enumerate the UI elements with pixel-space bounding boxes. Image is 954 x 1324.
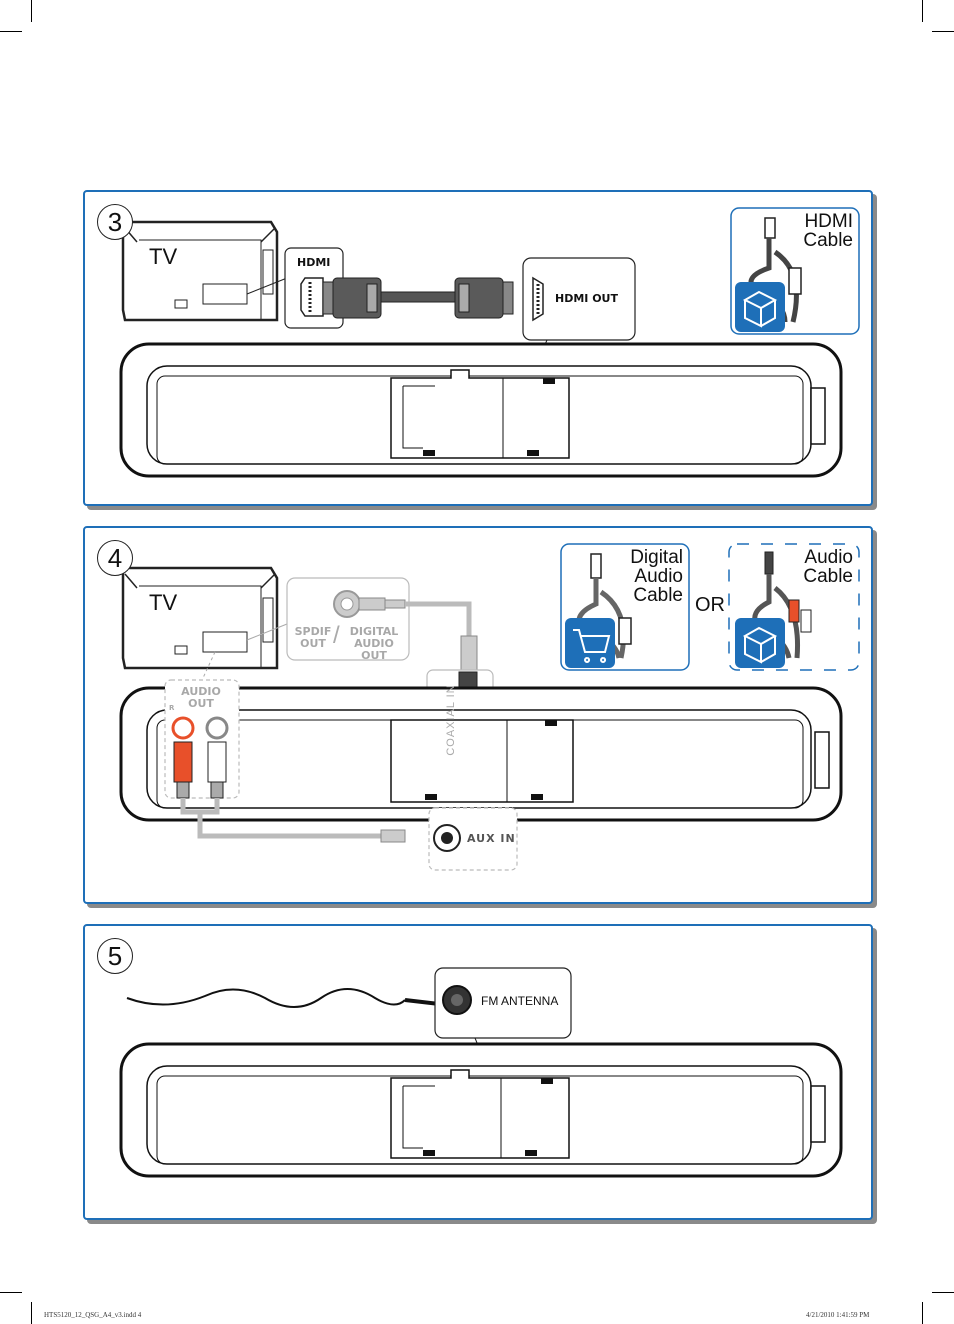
crop-mark — [31, 0, 32, 22]
or-label: OR — [695, 594, 725, 616]
box-icon — [742, 290, 778, 328]
step-4-panel: 4 TV SPDIF OUT / DIGITAL AUDIO OUT AUDIO… — [83, 526, 873, 904]
step-number-badge: 3 — [97, 204, 133, 240]
crop-mark — [922, 1302, 923, 1324]
box-icon — [742, 626, 778, 664]
step-3-panel: 3 TV HDMI HDMI OUT HDMI Cable — [83, 190, 873, 506]
hdmi-connection-illustration — [119, 207, 860, 478]
step-number-badge: 5 — [97, 938, 133, 974]
audio-cable-card-title: Audio Cable — [803, 547, 853, 587]
crop-mark — [932, 1292, 954, 1293]
crop-mark — [932, 31, 954, 32]
crop-mark — [922, 0, 923, 22]
spdif-out-label: SPDIF OUT — [294, 625, 332, 650]
digital-audio-cable-card-title: Digital Audio Cable — [630, 547, 683, 606]
footer-timestamp: 4/21/2010 1:41:59 PM — [806, 1311, 870, 1319]
audio-connection-illustration — [119, 543, 860, 871]
crop-mark — [0, 1292, 22, 1293]
shopping-cart-icon — [573, 629, 611, 663]
coaxial-in-label: COAXIAL IN — [445, 684, 457, 756]
crop-mark — [0, 31, 22, 32]
tv-label: TV — [149, 244, 178, 269]
hdmi-out-port-label: HDMI OUT — [555, 292, 618, 305]
hdmi-port-label: HDMI — [297, 256, 331, 269]
tv-back — [121, 566, 279, 670]
audio-right-channel-label: R — [169, 704, 175, 712]
slash-divider: / — [333, 622, 340, 649]
tv-label: TV — [149, 590, 178, 615]
crop-mark — [31, 1302, 32, 1324]
step-number-badge: 4 — [97, 540, 133, 576]
audio-out-label: AUDIO OUT — [181, 685, 221, 710]
aux-in-label: AUX IN — [467, 832, 516, 845]
step-5-panel: 5 FM ANTENNA — [83, 924, 873, 1220]
digital-audio-out-label: DIGITAL AUDIO OUT — [349, 625, 399, 662]
fm-antenna-illustration — [119, 967, 843, 1178]
footer-file-name: HTS5120_12_QSG_A4_v3.indd 4 — [44, 1311, 142, 1319]
fm-antenna-label: FM ANTENNA — [481, 994, 559, 1008]
tv-back — [121, 220, 279, 322]
hdmi-cable-card-title: HDMI Cable — [803, 211, 853, 251]
